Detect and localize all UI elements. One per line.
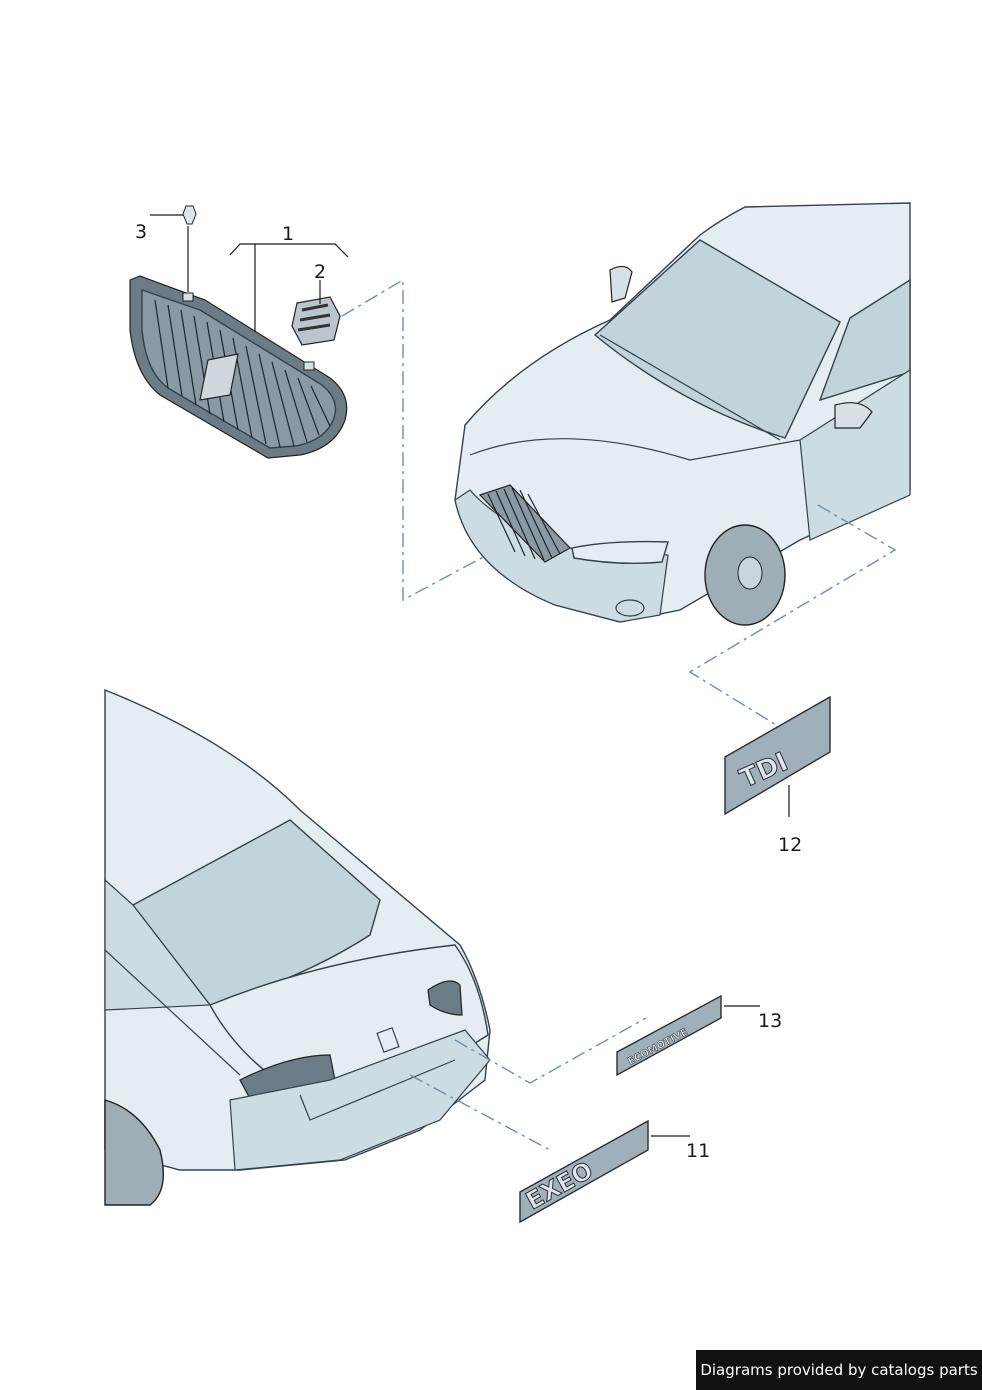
grille-clip[interactable] [182, 205, 197, 225]
radiator-grille[interactable] [129, 275, 348, 459]
front-car-view [454, 202, 911, 626]
callout-11: 11 [686, 1140, 710, 1162]
callout-12: 12 [778, 834, 802, 856]
callout-1: 1 [282, 223, 294, 245]
footer-credit: Diagrams provided by catalogs parts [696, 1350, 982, 1390]
callout-3: 3 [135, 221, 147, 243]
grille-emblem[interactable] [291, 296, 341, 346]
exeo-badge[interactable]: EXEO [519, 1119, 649, 1224]
callout-2: 2 [314, 261, 326, 283]
ecomotive-badge[interactable]: ECOMOTIVE [616, 994, 722, 1077]
exeo-badge-text: EXEO [521, 1156, 597, 1215]
callout-13: 13 [758, 1010, 782, 1032]
tdi-badge[interactable]: TDI [724, 695, 831, 816]
rear-car-view [104, 688, 491, 1206]
